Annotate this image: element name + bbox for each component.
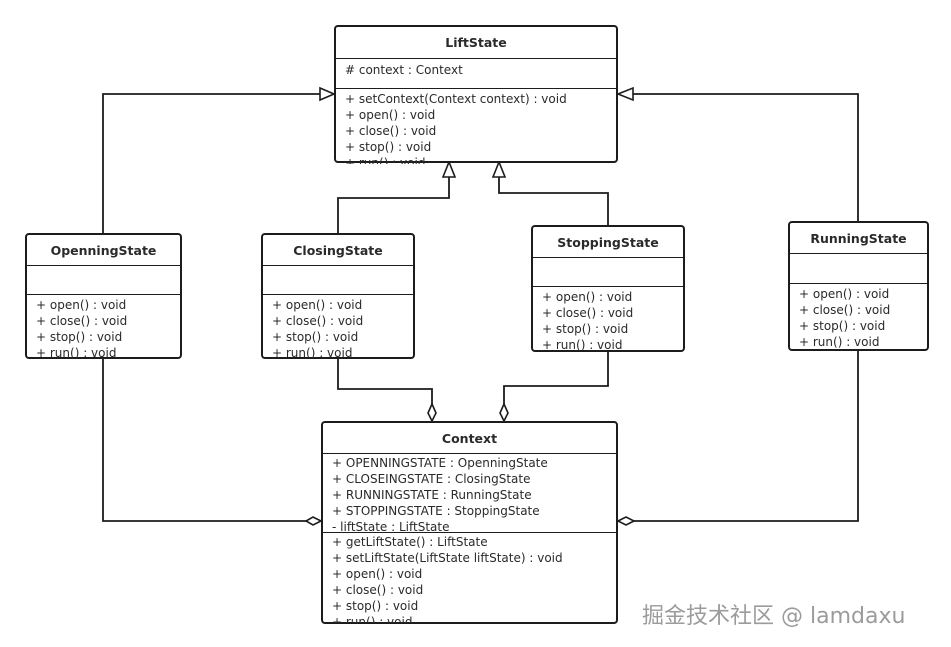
class-context: Context + OPENNINGSTATE : OpenningState … [321, 421, 618, 624]
operations-compartment: + open() : void + close() : void + stop(… [27, 295, 180, 361]
operation: + close() : void [345, 124, 437, 138]
aggregation-diamond [616, 516, 636, 526]
generalization-arrowhead [319, 86, 337, 102]
aggregation-runningstate-context [634, 350, 859, 522]
attribute: + OPENNINGSTATE : OpenningState [332, 456, 548, 470]
class-name: OpenningState [27, 235, 180, 266]
attributes-compartment: # context : Context [336, 59, 616, 89]
attribute: + CLOSEINGSTATE : ClosingState [332, 472, 531, 486]
class-name: Context [323, 423, 616, 454]
class-name: LiftState [336, 27, 616, 59]
operation: + open() : void [799, 287, 890, 301]
generalization-arrowhead [441, 159, 457, 178]
operation: + run() : void [345, 156, 426, 164]
operations-compartment: + open() : void + close() : void + stop(… [790, 284, 927, 350]
attribute: # context : Context [345, 63, 463, 77]
operation: + open() : void [36, 298, 127, 312]
class-stoppingstate: StoppingState + open() : void + close() … [531, 225, 685, 352]
operations-compartment: + setContext(Context context) : void + o… [336, 89, 616, 164]
operation: + open() : void [542, 290, 633, 304]
operation: + run() : void [36, 346, 117, 360]
attribute: + RUNNINGSTATE : RunningState [332, 488, 532, 502]
operation: + stop() : void [542, 322, 629, 336]
operation: + close() : void [272, 314, 364, 328]
attributes-compartment [790, 254, 927, 284]
aggregation-diamond [427, 402, 437, 423]
operation: + run() : void [542, 338, 623, 352]
aggregation-openningstate-context [102, 358, 306, 522]
operation: + setLiftState(LiftState liftState) : vo… [332, 551, 563, 565]
generalization-arrowhead [615, 86, 634, 102]
attributes-compartment [533, 258, 683, 287]
operation: + close() : void [799, 303, 891, 317]
generalization-stoppingstate-liftstate [498, 177, 609, 225]
class-openningstate: OpenningState + open() : void + close() … [25, 233, 182, 361]
operation: + run() : void [272, 346, 353, 360]
generalization-closingstate-liftstate [337, 177, 450, 233]
operation: + stop() : void [799, 319, 886, 333]
class-closingstate: ClosingState + open() : void + close() :… [261, 233, 415, 361]
aggregation-stoppingstate-context [503, 351, 609, 404]
operations-compartment: + getLiftState() : LiftState + setLiftSt… [323, 533, 616, 623]
class-liftstate: LiftState # context : Context + setConte… [334, 25, 618, 164]
attributes-compartment [263, 266, 413, 295]
operation: + close() : void [332, 583, 424, 597]
operations-compartment: + open() : void + close() : void + stop(… [263, 295, 413, 361]
attribute: - liftState : LiftState [332, 520, 450, 532]
watermark: 掘金技术社区 @ lamdaxu [642, 604, 906, 629]
operation: + open() : void [332, 567, 423, 581]
operation: + setContext(Context context) : void [345, 92, 567, 106]
aggregation-diamond [304, 516, 323, 526]
attribute: + STOPPINGSTATE : StoppingState [332, 504, 540, 518]
generalization-arrowhead [491, 159, 507, 178]
operation: + close() : void [36, 314, 128, 328]
class-runningstate: RunningState + open() : void + close() :… [788, 221, 929, 351]
operation: + run() : void [332, 615, 413, 623]
attributes-compartment: + OPENNINGSTATE : OpenningState + CLOSEI… [323, 454, 616, 533]
class-name: RunningState [790, 223, 927, 254]
generalization-runningstate-liftstate [633, 93, 859, 221]
generalization-openningstate-liftstate [102, 93, 320, 233]
operation: + getLiftState() : LiftState [332, 535, 488, 549]
operation: + stop() : void [36, 330, 123, 344]
operation: + stop() : void [332, 599, 419, 613]
operation: + run() : void [799, 335, 880, 349]
class-name: ClosingState [263, 235, 413, 266]
operations-compartment: + open() : void + close() : void + stop(… [533, 287, 683, 353]
operation: + stop() : void [345, 140, 432, 154]
operation: + open() : void [272, 298, 363, 312]
operation: + stop() : void [272, 330, 359, 344]
aggregation-diamond [499, 402, 509, 423]
attributes-compartment [27, 266, 180, 295]
class-name: StoppingState [533, 227, 683, 258]
aggregation-closingstate-context [337, 358, 433, 404]
operation: + open() : void [345, 108, 436, 122]
operation: + close() : void [542, 306, 634, 320]
